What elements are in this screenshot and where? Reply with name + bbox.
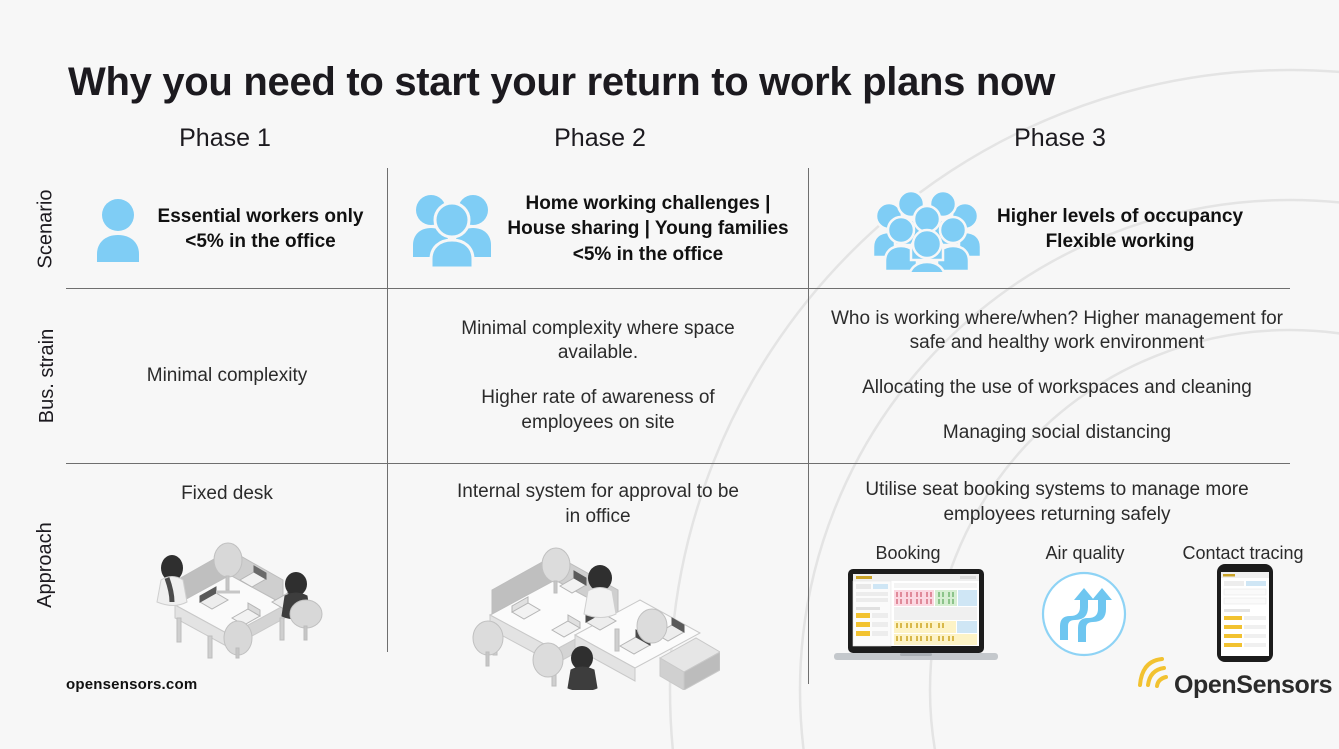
column-header-phase-2: Phase 2 — [554, 124, 646, 152]
bus-strain-phase-3-text: Who is working where/when? Higher manage… — [831, 307, 1283, 443]
cell-bus-strain-phase-1: Minimal complexity — [72, 296, 382, 456]
row-divider-2 — [66, 463, 1290, 464]
page-title: Why you need to start your return to wor… — [68, 60, 1056, 104]
row-label-approach-text: Approach — [34, 522, 56, 608]
scenario-phase-3-text: Higher levels of occupancy Flexible work… — [996, 205, 1244, 252]
cell-approach-phase-3: Utilise seat booking systems to manage m… — [818, 478, 1296, 527]
single-person-icon — [96, 199, 139, 262]
approach-item-label-contact-tracing: Contact tracing — [1182, 543, 1304, 563]
approach-phase-3-heading: Utilise seat booking systems to manage m… — [865, 479, 1249, 525]
column-header-phase-1: Phase 1 — [179, 124, 271, 152]
approach-phase-2-heading: Internal system for approval to be in of… — [457, 481, 739, 527]
isometric-office-illustration-phase-2 — [472, 547, 720, 690]
bus-strain-phase-1-text: Minimal complexity — [146, 364, 308, 386]
column-divider-2 — [808, 168, 809, 684]
bus-strain-phase-2-text: Minimal complexity where space available… — [461, 317, 735, 433]
cell-approach-phase-2: Internal system for approval to be in of… — [398, 480, 798, 529]
approach-item-label-booking: Booking — [875, 543, 941, 563]
three-people-icon — [413, 195, 492, 268]
cell-bus-strain-phase-2: Minimal complexity where space available… — [398, 296, 798, 456]
air-quality-arrows-icon — [1041, 571, 1127, 657]
crowd-of-people-icon — [871, 189, 983, 272]
approach-item-label-air-quality: Air quality — [1045, 543, 1125, 563]
cell-bus-strain-phase-3: Who is working where/when? Higher manage… — [818, 292, 1296, 460]
opensensors-logo-text: OpenSensors — [1174, 671, 1333, 699]
row-divider-1 — [66, 288, 1290, 289]
approach-phase-1-heading: Fixed desk — [181, 483, 273, 504]
cell-scenario-phase-1: Essential workers only <5% in the office — [70, 170, 385, 288]
mobile-phone-booking-app — [1217, 564, 1273, 662]
cell-approach-phase-1: Fixed desk — [72, 482, 382, 507]
scenario-phase-1-text: Essential workers only <5% in the office — [157, 205, 364, 252]
cell-scenario-phase-3: Higher levels of occupancy Flexible work… — [822, 170, 1292, 288]
isometric-office-illustration-phase-1 — [156, 542, 323, 659]
signal-wave-icon — [1138, 657, 1168, 688]
opensensors-logo: OpenSensors — [1132, 655, 1333, 699]
column-header-phase-3: Phase 3 — [1014, 124, 1106, 152]
column-divider-1 — [387, 168, 388, 652]
cell-scenario-phase-2: Home working challenges | House sharing … — [400, 170, 800, 288]
scenario-phase-2-text: Home working challenges | House sharing … — [507, 193, 789, 265]
footer-url: opensensors.com — [66, 676, 198, 693]
laptop-seat-booking-screen — [834, 569, 998, 660]
